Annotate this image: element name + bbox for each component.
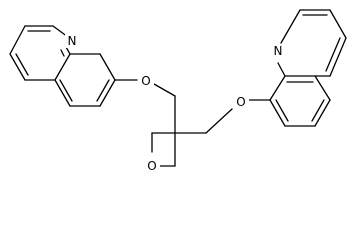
atom-labels: N O O N O xyxy=(65,34,285,173)
bond xyxy=(275,99,289,122)
bond xyxy=(205,108,233,134)
atom-label-o: O xyxy=(141,74,150,88)
bond xyxy=(96,79,110,102)
bond xyxy=(277,62,286,77)
bond xyxy=(99,79,116,107)
bond xyxy=(311,99,325,122)
bond xyxy=(280,9,301,44)
atom-label-o: O xyxy=(147,159,156,173)
bond xyxy=(59,79,73,102)
bond xyxy=(15,53,29,76)
bond xyxy=(65,46,71,55)
oxygen-atom-left-ether: O xyxy=(138,74,154,88)
bond xyxy=(325,37,341,72)
atom-label-n: N xyxy=(68,34,77,48)
bond xyxy=(9,25,26,55)
bond xyxy=(314,75,331,101)
bond xyxy=(269,99,286,127)
bond xyxy=(54,79,71,107)
nitrogen-atom-left: N xyxy=(65,34,79,48)
bond xyxy=(329,9,347,39)
bond xyxy=(329,37,347,77)
bond xyxy=(153,83,176,97)
atom-label-n: N xyxy=(274,44,283,58)
bond xyxy=(60,49,65,57)
bond xyxy=(269,75,286,101)
oxygen-atom-right-ether: O xyxy=(233,95,249,109)
structure-diagram: N O O N O xyxy=(9,9,347,173)
bond xyxy=(314,99,331,127)
oxygen-atom-oxetane: O xyxy=(144,159,160,173)
bond xyxy=(54,53,71,81)
atom-label-o: O xyxy=(236,95,245,109)
bond xyxy=(9,53,26,81)
nitrogen-atom-right: N xyxy=(271,44,285,58)
bonds xyxy=(9,9,347,167)
bond xyxy=(99,53,116,81)
